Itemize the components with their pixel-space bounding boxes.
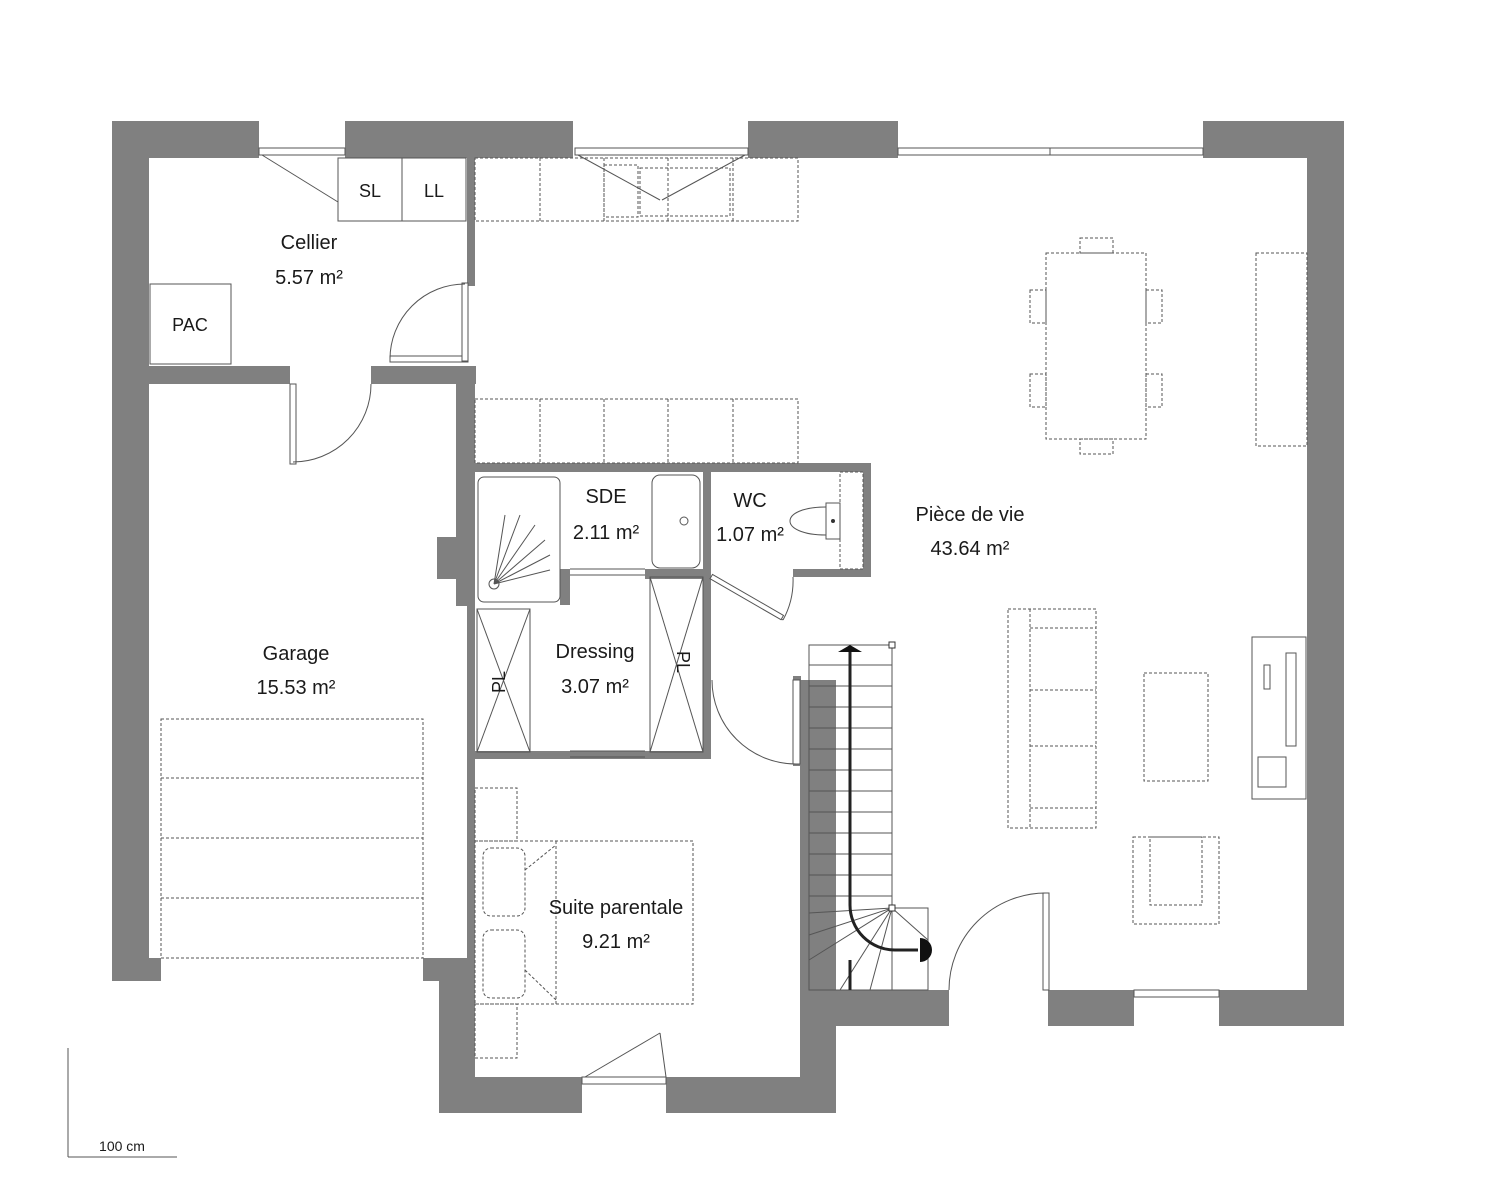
room-name-sde: SDE [585, 486, 626, 508]
room-name-piece-de-vie: Pièce de vie [916, 504, 1025, 526]
wall-cellier-garage-2 [371, 366, 476, 384]
living-furniture [1007, 608, 1307, 925]
bed [474, 840, 694, 1005]
window-living-bottom [1133, 989, 1220, 998]
nightstand-bottom [474, 1003, 518, 1059]
sideboard [1255, 252, 1308, 447]
room-area-garage: 15.53 m² [257, 677, 336, 699]
dressing-closets: PL PL [476, 568, 704, 758]
room-area-wc: 1.07 m² [716, 524, 784, 546]
door-garage-swing [292, 383, 372, 463]
room-name-garage: Garage [263, 643, 330, 665]
garage-door [160, 718, 424, 959]
wall-sde-top [467, 463, 871, 472]
washbasin [651, 474, 701, 569]
window-cellier-door [389, 355, 469, 363]
room-area-dressing: 3.07 m² [561, 676, 629, 698]
door-suite [792, 679, 801, 765]
wall-pillar [437, 537, 459, 579]
wall-garage-right [456, 366, 475, 606]
wall-wc-bottom [793, 569, 871, 577]
heat-pump [149, 283, 232, 365]
door-suite-swing [711, 679, 797, 765]
wall-top-3 [748, 121, 898, 158]
door-entrance-swing [948, 892, 1047, 991]
staircase [808, 641, 932, 991]
wall-dressing-bottom [467, 751, 711, 759]
wall-sde-bottom [560, 569, 570, 605]
room-name-wc: WC [733, 490, 766, 512]
wall-wc-right [863, 463, 871, 577]
sofa [1007, 608, 1097, 829]
wall-garage-right-lower [423, 958, 475, 981]
wall-cellier-garage-1 [133, 366, 290, 384]
dining-set [1029, 237, 1308, 455]
pac-label: PAC [172, 315, 208, 335]
room-name-dressing: Dressing [556, 641, 635, 663]
wall-cellier-kitchen [467, 158, 475, 286]
walls [112, 121, 1344, 1113]
room-labels: Cellier 5.57 m² Garage 15.53 m² SDE 2.11… [257, 232, 1025, 953]
room-area-suite: 9.21 m² [582, 931, 650, 953]
pl-label-right: PL [673, 651, 693, 673]
sink [639, 167, 731, 217]
dining-table [1045, 252, 1147, 440]
room-area-cellier: 5.57 m² [275, 267, 343, 289]
wall-bottom-living-2 [1048, 990, 1134, 1026]
room-area-sde: 2.11 m² [573, 522, 640, 544]
doors [289, 282, 1050, 991]
window-kitchen [574, 147, 749, 156]
armchair [1132, 836, 1220, 925]
room-area-piece-de-vie: 43.64 m² [931, 538, 1010, 560]
door-cellier [461, 282, 469, 362]
bathroom-fixtures [477, 471, 864, 603]
window-suite [581, 1076, 667, 1085]
ll-label: LL [424, 181, 444, 201]
wall-top-2 [345, 121, 573, 158]
wall-bottom-living-3 [1219, 990, 1344, 1026]
island-units [474, 398, 799, 464]
wall-bottom-living-1 [820, 990, 949, 1026]
wall-suite-lower-left [467, 755, 475, 1005]
suite-furniture [474, 787, 694, 1059]
wall-dressing-right [703, 569, 711, 759]
scale-label: 100 cm [99, 1138, 145, 1154]
nightstand-top [474, 787, 518, 842]
coffee-table [1143, 672, 1209, 782]
closet-right [649, 576, 704, 753]
door-garage [289, 383, 297, 465]
kitchen [474, 157, 799, 464]
shower [477, 476, 561, 603]
wall-left-bottom [112, 958, 161, 981]
cooktop [603, 164, 639, 218]
wall-left [112, 121, 149, 981]
cellier-fixtures: SL LL PAC [149, 157, 467, 365]
wall-sde-wc [703, 463, 711, 577]
windows [258, 147, 1220, 1085]
door-cellier-swing [389, 283, 466, 360]
room-name-suite: Suite parentale [549, 897, 684, 919]
door-entrance [1042, 892, 1050, 991]
scale-bar: 100 cm [67, 1048, 177, 1158]
window-cellier [258, 147, 346, 156]
tv-unit [1251, 636, 1307, 800]
closet-left [476, 608, 531, 753]
wall-dressing-left [467, 569, 475, 759]
sl-label: SL [359, 181, 381, 201]
room-name-cellier: Cellier [281, 232, 338, 254]
wall-pillar-sde [645, 569, 710, 579]
wall-bottom-suite-1 [439, 1077, 582, 1113]
pl-label-left: PL [489, 671, 509, 693]
dishwasher [401, 157, 467, 222]
wall-right [1307, 121, 1344, 1026]
